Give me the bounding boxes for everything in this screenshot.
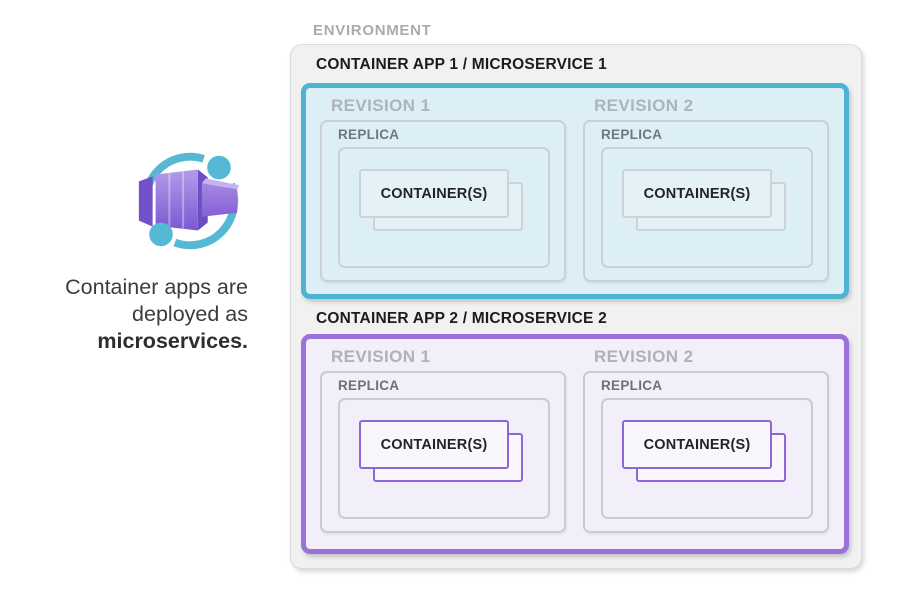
app2-title: CONTAINER APP 2 / MICROSERVICE 2 [316, 310, 607, 327]
box-left-flap [138, 176, 153, 227]
container-box-front: CONTAINER(S) [622, 420, 772, 469]
container-box-front: CONTAINER(S) [622, 169, 772, 218]
revision-box: REPLICA CONTAINER(S) [583, 120, 829, 282]
caption-emphasis: microservices. [97, 329, 248, 353]
revision-box: REPLICA CONTAINER(S) [320, 120, 566, 282]
container-box-front: CONTAINER(S) [359, 169, 509, 218]
box-right-face [201, 183, 238, 217]
caption-line-1: Container apps are [65, 275, 248, 299]
app2-revision2: REVISION 2 REPLICA CONTAINER(S) [583, 347, 829, 533]
revision-label: REVISION 2 [594, 96, 694, 115]
app2-box: REVISION 1 REPLICA CONTAINER(S) REVISION… [301, 334, 849, 554]
container-label: CONTAINER(S) [643, 436, 751, 453]
box-right-top [201, 178, 240, 190]
revision-label: REVISION 1 [331, 96, 431, 115]
replica-label: REPLICA [601, 127, 663, 142]
orbit-dot-icon [207, 155, 231, 180]
replica-label: REPLICA [338, 378, 400, 393]
app1-revision2: REVISION 2 REPLICA CONTAINER(S) [583, 96, 829, 282]
revision-box: REPLICA CONTAINER(S) [320, 371, 566, 533]
replica-box: CONTAINER(S) [338, 147, 550, 268]
container-label: CONTAINER(S) [380, 185, 488, 202]
revision-label: REVISION 1 [331, 347, 431, 366]
app1-revision1: REVISION 1 REPLICA CONTAINER(S) [320, 96, 566, 282]
environment-label: ENVIRONMENT [313, 22, 432, 39]
replica-label: REPLICA [338, 127, 400, 142]
app1-title: CONTAINER APP 1 / MICROSERVICE 1 [316, 56, 607, 73]
app1-box: REVISION 1 REPLICA CONTAINER(S) REVISION… [301, 83, 849, 299]
container-box-front: CONTAINER(S) [359, 420, 509, 469]
app2-revision1: REVISION 1 REPLICA CONTAINER(S) [320, 347, 566, 533]
replica-box: CONTAINER(S) [601, 398, 813, 519]
box-front-face [155, 169, 198, 231]
container-label: CONTAINER(S) [380, 436, 488, 453]
container-label: CONTAINER(S) [643, 185, 751, 202]
orbit-dot-icon [149, 222, 173, 247]
revision-box: REPLICA CONTAINER(S) [583, 371, 829, 533]
container-apps-icon [131, 142, 249, 260]
replica-label: REPLICA [601, 378, 663, 393]
environment-box: CONTAINER APP 1 / MICROSERVICE 1 REVISIO… [290, 44, 862, 569]
replica-box: CONTAINER(S) [338, 398, 550, 519]
container-apps-icon-svg [138, 152, 240, 250]
replica-box: CONTAINER(S) [601, 147, 813, 268]
revision-label: REVISION 2 [594, 347, 694, 366]
caption: Container apps are deployed as microserv… [18, 274, 248, 355]
caption-line-2: deployed as [132, 302, 248, 326]
